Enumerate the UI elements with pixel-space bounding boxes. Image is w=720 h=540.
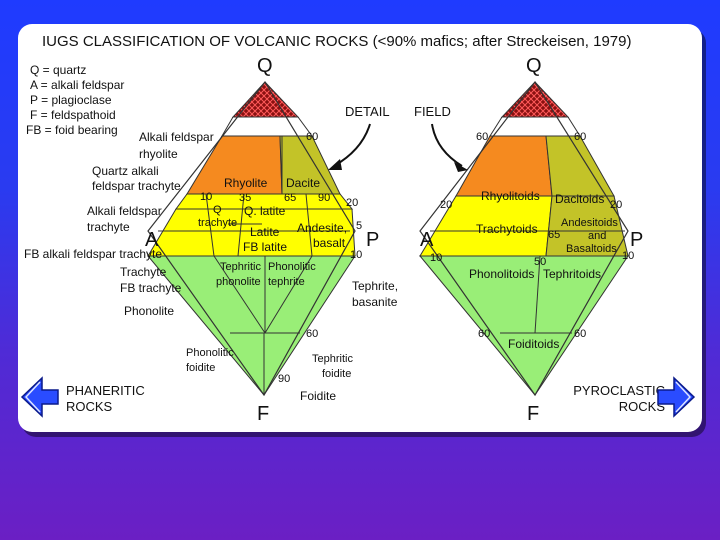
label-rhyolitoids: Rhyolitoids [481,189,540,203]
legend-fb: FB = foid bearing [26,123,118,137]
tick-right-50: 50 [534,256,546,268]
tick-35: 35 [239,192,251,204]
tick-20-right: 20 [346,197,358,209]
label-tephritic-phonolite-1: Tephritic [220,261,261,273]
tick-5: 5 [356,220,362,232]
label-foiditoids: Foiditoids [508,337,559,351]
tick-10-right: 10 [350,249,362,261]
label-phonolitic-foidite-2: foidite [186,362,215,374]
label-tephrite: Tephrite, [352,279,398,293]
slide-panel: IUGS CLASSIFICATION OF VOLCANIC ROCKS (<… [18,24,702,432]
label-fb-latite: FB latite [243,240,287,254]
dacitoids-field [545,135,615,197]
legend-p: P = plagioclase [30,93,112,107]
left-apex-f: F [257,403,269,425]
right-apex-a: A [420,229,434,251]
right-apex-q: Q [526,55,542,77]
classification-diagram: IUGS CLASSIFICATION OF VOLCANIC ROCKS (<… [20,33,696,425]
tick-right-20-l: 20 [440,199,452,211]
tick-65: 65 [284,192,296,204]
label-basaltoids: Basaltoids [566,243,617,255]
label-q-trachyte-2: trachyte [198,217,237,229]
label-andesite: Andesite, [297,221,347,235]
legend-q: Q = quartz [30,63,86,77]
tick-10: 10 [200,191,212,203]
next-caption-1: PYROCLASTIC [573,383,665,398]
label-q-trachyte-1: Q [213,204,222,216]
label-phonolite: Phonolite [124,304,174,318]
label-phonolitic-tephrite-2: tephrite [268,276,305,288]
label-tephritic-phonolite-2: phonolite [216,276,261,288]
tick-right-60-bl: 60 [478,328,490,340]
right-arrow-icon [657,376,696,418]
label-latite: Latite [250,225,280,239]
label-andesitoids-1: Andesitoids [561,217,618,229]
tick-90-bottom: 90 [278,373,290,385]
prev-caption-1: PHANERITIC [66,383,145,398]
label-andesitoids-2: and [588,230,606,242]
quartz-apex-field [231,81,300,118]
label-phonolitoids: Phonolitoids [469,267,534,281]
diagram-title: IUGS CLASSIFICATION OF VOLCANIC ROCKS (<… [42,33,631,50]
next-caption-2: ROCKS [619,399,666,414]
tick-right-65: 65 [548,229,560,241]
label-q-latite: Q. latite [244,204,286,218]
label-tephritoids: Tephritoids [543,267,601,281]
label-basalt: basalt [313,236,346,250]
label-tephritic-foidite-2: foidite [322,368,351,380]
label-alkali-feldspar-trachyte-1: Alkali feldspar [87,204,162,218]
label-alkali-feldspar-trachyte-2: trachyte [87,220,130,234]
left-apex-q: Q [257,55,273,77]
label-quartz-alkali-trachyte-1: Quartz alkali [92,164,159,178]
foiditoids-field [418,255,629,396]
tick-right-60-br: 60 [574,328,586,340]
tick-right-20-r: 20 [610,199,622,211]
detail-label: DETAIL [345,104,390,119]
detail-diamond [146,80,356,397]
prev-caption-2: ROCKS [66,399,113,414]
tick-right-10-l: 10 [430,252,442,264]
field-arrow [431,123,463,167]
label-dacite: Dacite [286,176,320,190]
tick-right-60-r: 60 [574,131,586,143]
label-trachytoids: Trachytoids [476,222,538,236]
left-apex-a: A [145,229,159,251]
label-quartz-alkali-trachyte-2: feldspar trachyte [92,179,181,193]
label-basanite: basanite [352,295,398,309]
label-foidite: Foidite [300,389,336,403]
left-arrow-icon [20,376,59,418]
label-rhyolite: Rhyolite [224,176,268,190]
tick-90-top: 90 [318,192,330,204]
legend-f: F = feldspathoid [30,108,116,122]
label-phonolitic-tephrite-1: Phonolitic [268,261,316,273]
tick-right-60-l: 60 [476,131,488,143]
label-fb-trachyte: FB trachyte [120,281,182,295]
right-apex-p: P [630,229,643,251]
tick-60-bottom: 60 [306,328,318,340]
left-apex-p: P [366,229,379,251]
label-tephritic-foidite-1: Tephritic [312,353,353,365]
legend-a: A = alkali feldspar [30,78,124,92]
field-label: FIELD [414,104,451,119]
tick-right-10-r: 10 [622,250,634,262]
label-alkali-feldspar-rhyolite-1: Alkali feldspar [139,130,214,144]
label-fb-alkali-trachyte: FB alkali feldspar trachyte [24,247,162,261]
prev-button[interactable] [20,376,59,418]
tick-60-top: 60 [306,131,318,143]
label-phonolitic-foidite-1: Phonolitic [186,347,234,359]
field-diamond [418,80,629,397]
label-dacitoids: Dacitoids [555,192,604,206]
right-apex-f: F [527,403,539,425]
label-trachyte: Trachyte [120,265,167,279]
label-alkali-feldspar-rhyolite-2: rhyolite [139,147,178,161]
foid-field [146,255,356,396]
next-button[interactable] [657,376,696,418]
